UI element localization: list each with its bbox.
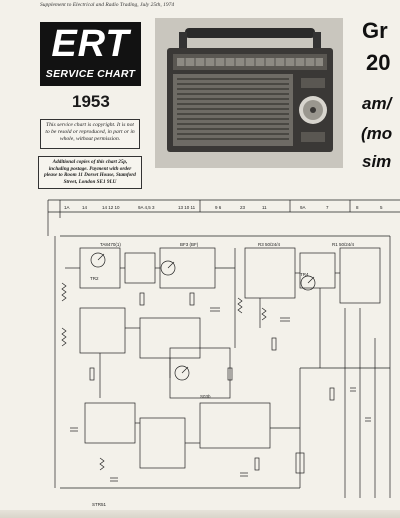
component-label-s03: S03b — [200, 394, 211, 399]
top-label-2: 14 12 10 — [102, 205, 120, 210]
title-line-2: 20 — [366, 50, 391, 75]
top-label-10: 8 — [356, 205, 359, 210]
title-line-5: sim — [362, 152, 392, 171]
component-label-bf: BF3 (BF) — [180, 242, 199, 247]
component-label-r1: R1 50/24/4 — [332, 242, 355, 247]
additional-copies-notice: Additional copies of this chart 25p, inc… — [38, 156, 142, 189]
transistor-label-tr4: TR4 — [300, 272, 309, 277]
component-label-str: STR51 — [92, 502, 107, 507]
top-label-9: 7 — [326, 205, 329, 210]
component-label-r3: R3 50/24/4 — [258, 242, 281, 247]
logo-subtitle: SERVICE CHART — [45, 68, 136, 80]
logo-letters: ERT — [51, 23, 130, 65]
supplement-line: Supplement to Electrical and Radio Tradi… — [40, 2, 175, 8]
radio-photo — [155, 18, 343, 168]
top-label-4: 13 10 11 — [178, 205, 196, 210]
transistor-label-tr2: TR2 — [90, 276, 99, 281]
component-label-ta: TA8470(1) — [100, 242, 121, 247]
page-fold-edge — [0, 510, 400, 518]
chart-number: 1953 — [72, 92, 110, 111]
ert-logo: ERT SERVICE CHART — [40, 22, 141, 86]
top-label-5: 9 6 — [215, 205, 222, 210]
title-line-3: am/ — [362, 94, 392, 113]
top-label-1: 14 — [82, 205, 88, 210]
copyright-notice: This service chart is copyright. It is n… — [40, 119, 140, 149]
circuit-schematic: 1A 14 14 12 10 9A 4,5 3 13 10 11 9 6 23 … — [47, 199, 400, 507]
top-label-6: 23 — [240, 205, 246, 210]
title-line-1: Gr — [362, 18, 388, 43]
copies-text: Additional copies of this chart 25p, inc… — [44, 159, 136, 185]
top-label-3: 9A 4,5 3 — [138, 205, 155, 210]
copyright-text: This service chart is copyright. It is n… — [45, 122, 135, 142]
top-label-8: 9A — [300, 205, 306, 210]
top-label-7: 11 — [262, 205, 267, 210]
title-line-4: (mo — [361, 124, 393, 143]
top-label-0: 1A — [64, 205, 70, 210]
top-label-11: 5 — [380, 205, 383, 210]
radio-illustration — [155, 18, 343, 168]
